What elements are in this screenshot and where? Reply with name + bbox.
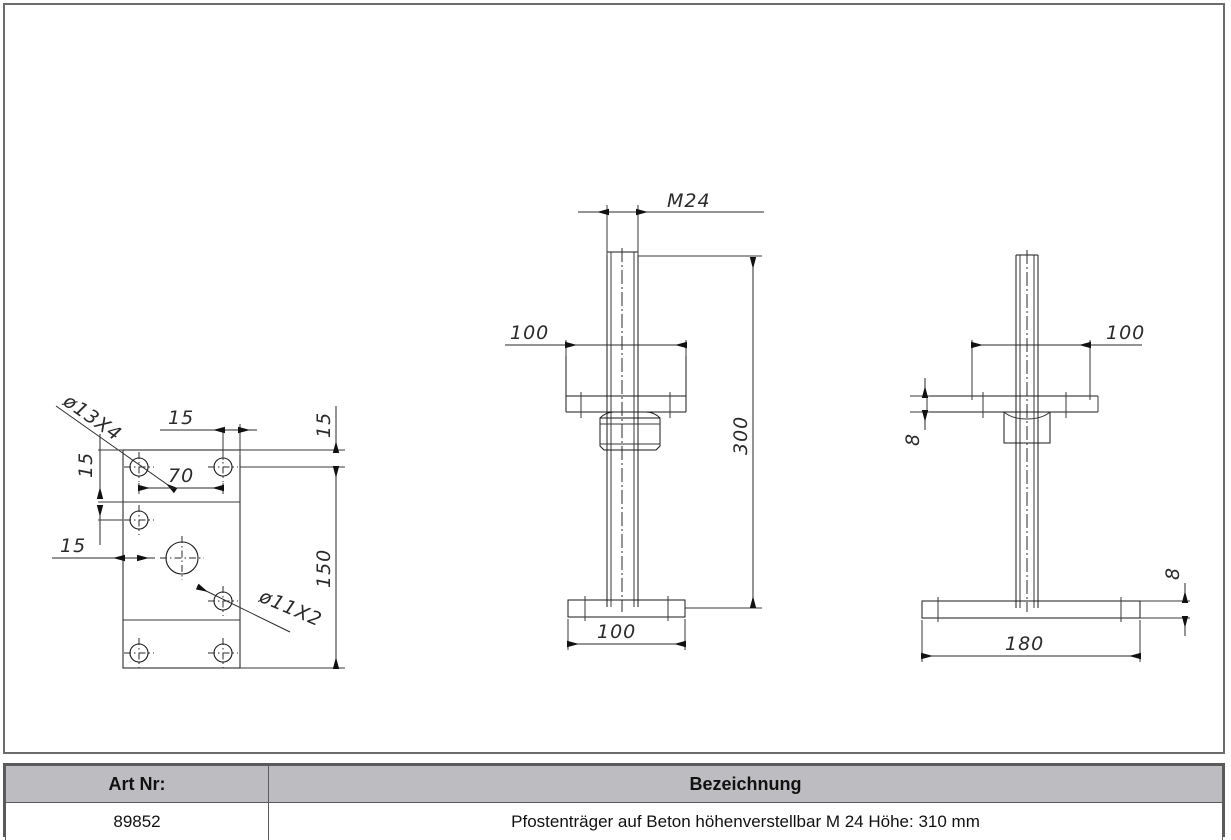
dim-300: 300	[638, 255, 762, 609]
label-left-15-upper: 15	[75, 452, 97, 478]
base-plate-front	[567, 596, 686, 621]
dim-180: 180	[921, 620, 1141, 662]
dim-left-15-lower	[96, 505, 123, 545]
technical-drawing-canvas: ø13X4 ø11X2 15 70	[52, 190, 1190, 669]
label-m24: M24	[667, 190, 711, 212]
label-front-100-base: 100	[597, 621, 636, 643]
label-top-15: 15	[168, 407, 194, 429]
label-dia13: ø13X4	[58, 390, 125, 446]
dim-left-15-horizontal: 15	[52, 535, 155, 562]
cell-art-nr: 89852	[5, 802, 269, 840]
label-side-100: 100	[1106, 322, 1145, 344]
dim-front-100-base: 100	[567, 619, 686, 650]
label-70: 70	[168, 465, 194, 487]
dim-right-15: 15	[240, 406, 345, 468]
dim-150: 150	[240, 466, 345, 669]
u-bracket-front	[565, 352, 687, 418]
dim-top-15: 15	[160, 407, 257, 460]
hole-13-bottom-right	[208, 638, 238, 668]
label-300: 300	[730, 416, 752, 455]
label-dia11: ø11X2	[255, 585, 325, 631]
hole-13-bottom-left	[124, 638, 154, 668]
label-side-8-collar: 8	[902, 433, 924, 446]
top-view-group: ø13X4 ø11X2 15 70	[52, 390, 345, 669]
front-view-group: M24 100 300 100	[505, 190, 764, 650]
hole-13-top-left	[124, 452, 154, 482]
label-side-8-base: 8	[1162, 567, 1184, 580]
collar-plate-side	[926, 392, 1099, 418]
header-bezeichnung: Bezeichnung	[268, 765, 1223, 803]
title-block: Art Nr: Bezeichnung 89852 Pfostenträger …	[3, 763, 1225, 840]
hole-11-mid-left	[124, 505, 154, 535]
label-150: 150	[313, 549, 335, 588]
title-block-header-row: Art Nr: Bezeichnung	[5, 765, 1223, 803]
dim-left-15-upper: 15	[75, 434, 123, 503]
hex-nut-side	[1003, 411, 1051, 444]
side-view-group: 100 8 8 180	[902, 250, 1190, 662]
leader-dia13: ø13X4	[55, 390, 178, 494]
hole-center-large	[160, 536, 204, 580]
table-row: 89852 Pfostenträger auf Beton höhenverst…	[5, 802, 1223, 840]
dim-m24: M24	[578, 190, 764, 255]
dim-side-8-base: 8	[1140, 567, 1190, 636]
hole-11-mid-right	[208, 586, 238, 616]
label-right-15: 15	[313, 412, 335, 438]
threaded-rod-side	[1015, 254, 1039, 608]
base-plate-side	[921, 597, 1141, 622]
label-left-15-horizontal: 15	[60, 535, 86, 557]
label-180: 180	[1005, 633, 1044, 655]
dim-side-100: 100	[971, 322, 1145, 400]
header-art-nr: Art Nr:	[5, 765, 269, 803]
dim-front-100-bracket: 100	[505, 322, 687, 356]
cell-bezeichnung: Pfostenträger auf Beton höhenverstellbar…	[268, 802, 1223, 840]
dim-side-8-collar: 8	[902, 378, 930, 446]
hex-nut-front	[599, 411, 661, 451]
label-front-100-bracket: 100	[510, 322, 549, 344]
threaded-rod-front	[606, 208, 639, 607]
sheet-border	[3, 3, 1225, 754]
dim-70: 70	[138, 465, 224, 494]
